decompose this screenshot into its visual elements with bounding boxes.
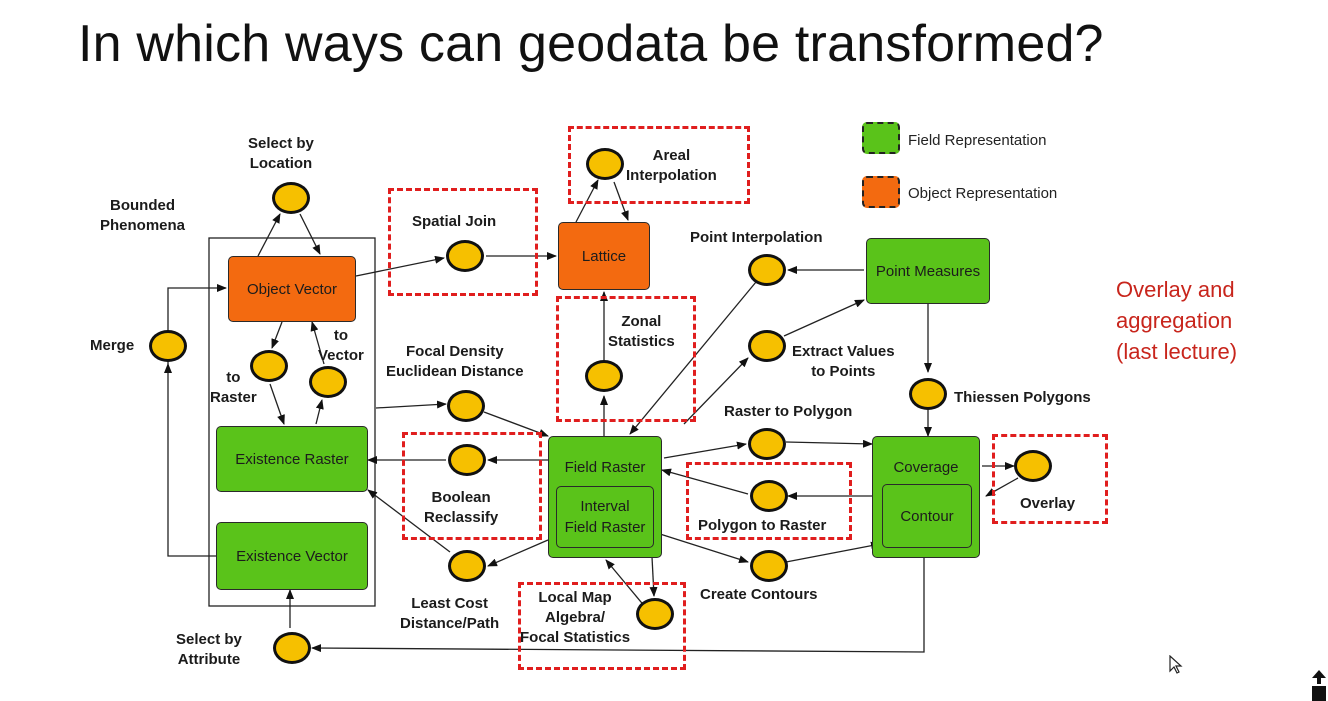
label-polygon-to-raster: Polygon to Raster xyxy=(698,517,827,534)
node-interval-field-raster: Interval Field Raster xyxy=(556,486,654,548)
op-to-vector xyxy=(309,366,347,398)
upload-icon[interactable] xyxy=(1310,668,1328,701)
label-create-contours: Create Contours xyxy=(700,586,818,603)
label-boolean-reclassify: Boolean Reclassify xyxy=(424,489,499,526)
node-lattice: Lattice xyxy=(558,222,650,290)
op-select-by-attribute xyxy=(273,632,311,664)
op-point-interpolation xyxy=(748,254,786,286)
label-select-by-location: Select by Location xyxy=(248,135,314,172)
op-merge xyxy=(149,330,187,362)
highlight-polygon-to-raster xyxy=(686,462,852,540)
node-existence-vector: Existence Vector xyxy=(216,522,368,590)
slide-title: In which ways can geodata be transformed… xyxy=(78,15,1104,73)
label-raster-to-polygon: Raster to Polygon xyxy=(724,403,853,420)
node-object-vector: Object Vector xyxy=(228,256,356,322)
label-point-interpolation: Point Interpolation xyxy=(690,229,823,246)
label-focal-density: Focal Density Euclidean Distance xyxy=(386,343,524,380)
legend-field-label: Field Representation xyxy=(908,132,1047,149)
side-note: Overlay and aggregation (last lecture) xyxy=(1116,277,1238,364)
op-focal-density xyxy=(447,390,485,422)
label-select-by-attribute: Select by Attribute xyxy=(176,631,242,668)
legend-object-swatch xyxy=(862,176,900,208)
legend-object-label: Object Representation xyxy=(908,185,1058,202)
label-local-map-algebra: Local Map Algebra/ Focal Statistics xyxy=(520,589,631,646)
op-create-contours xyxy=(750,550,788,582)
op-thiessen-polygons xyxy=(909,378,947,410)
highlight-spatial-join xyxy=(388,188,538,296)
label-spatial-join: Spatial Join xyxy=(412,213,497,230)
op-to-raster xyxy=(250,350,288,382)
op-local-map-algebra xyxy=(636,598,674,630)
op-polygon-to-raster xyxy=(750,480,788,512)
op-raster-to-polygon xyxy=(748,428,786,460)
op-boolean-reclassify xyxy=(448,444,486,476)
op-overlay xyxy=(1014,450,1052,482)
label-thiessen-polygons: Thiessen Polygons xyxy=(954,389,1091,406)
node-contour: Contour xyxy=(882,484,972,548)
label-extract-values: Extract Values to Points xyxy=(792,343,895,380)
legend-field-swatch xyxy=(862,122,900,154)
node-existence-raster: Existence Raster xyxy=(216,426,368,492)
label-areal-interpolation: Areal Interpolation xyxy=(626,147,717,184)
highlight-local-map-algebra xyxy=(518,582,686,670)
label-to-raster: to Raster xyxy=(210,369,257,406)
label-zonal-statistics: Zonal Statistics xyxy=(608,313,675,350)
op-spatial-join xyxy=(446,240,484,272)
label-least-cost: Least Cost Distance/Path xyxy=(400,595,500,632)
highlight-overlay xyxy=(992,434,1108,524)
op-least-cost xyxy=(448,550,486,582)
op-select-by-location xyxy=(272,182,310,214)
mouse-cursor-icon xyxy=(1169,655,1183,674)
node-field-raster-label: Field Raster xyxy=(564,459,646,476)
label-merge: Merge xyxy=(90,337,135,354)
node-point-measures: Point Measures xyxy=(866,238,990,304)
op-extract-values xyxy=(748,330,786,362)
label-overlay: Overlay xyxy=(1020,495,1076,512)
label-bounded-phenomena: Bounded Phenomena xyxy=(100,197,186,234)
highlight-zonal-statistics xyxy=(556,296,696,422)
op-areal-interpolation xyxy=(586,148,624,180)
label-to-vector: to Vector xyxy=(318,327,364,364)
highlight-areal-interpolation xyxy=(568,126,750,204)
highlight-boolean-reclassify xyxy=(402,432,542,540)
op-zonal-statistics xyxy=(585,360,623,392)
node-coverage-label: Coverage xyxy=(893,459,959,476)
